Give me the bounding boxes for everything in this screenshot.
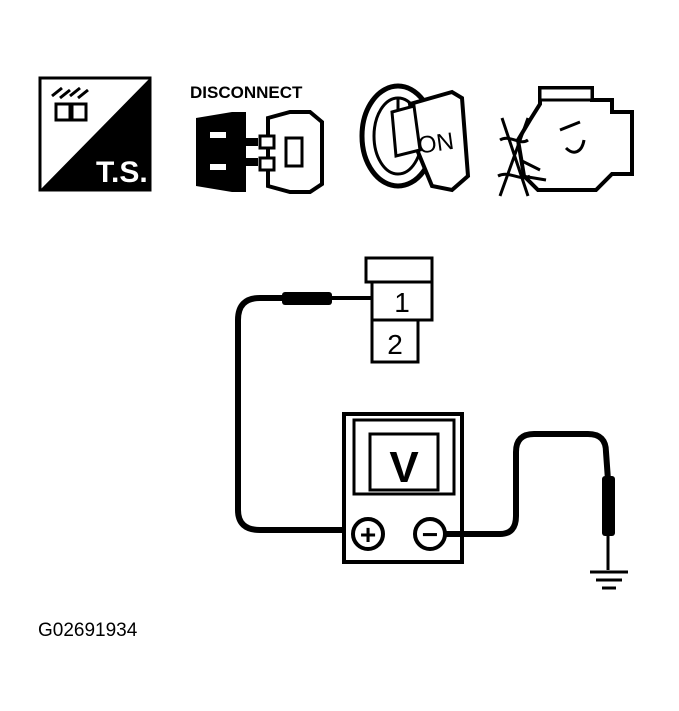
terminal-2-label: 2 xyxy=(387,329,403,360)
positive-terminal-label: + xyxy=(360,519,376,550)
positive-probe-lead xyxy=(235,292,372,533)
voltmeter-display: V xyxy=(389,443,419,492)
ts-label: T.S. xyxy=(96,156,148,189)
disconnect-icon: DISCONNECT xyxy=(190,83,324,194)
ts-icon: T.S. xyxy=(38,76,152,192)
harness-connector: 1 2 xyxy=(364,256,434,364)
negative-probe-lead xyxy=(446,431,615,570)
terminal-1-label: 1 xyxy=(394,287,410,318)
engine-icon xyxy=(497,86,634,197)
negative-terminal-icon: − xyxy=(413,517,447,551)
disconnect-label: DISCONNECT xyxy=(190,83,303,102)
negative-terminal-label: − xyxy=(422,519,438,550)
ignition-on-label: ON xyxy=(416,128,455,160)
ground-icon xyxy=(590,570,628,590)
positive-terminal-icon: + xyxy=(351,517,385,551)
voltmeter: V + − xyxy=(342,412,464,564)
figure-id: G02691934 xyxy=(38,620,138,641)
ignition-key-icon: ON xyxy=(359,83,471,193)
connector-small-icon xyxy=(51,86,89,122)
